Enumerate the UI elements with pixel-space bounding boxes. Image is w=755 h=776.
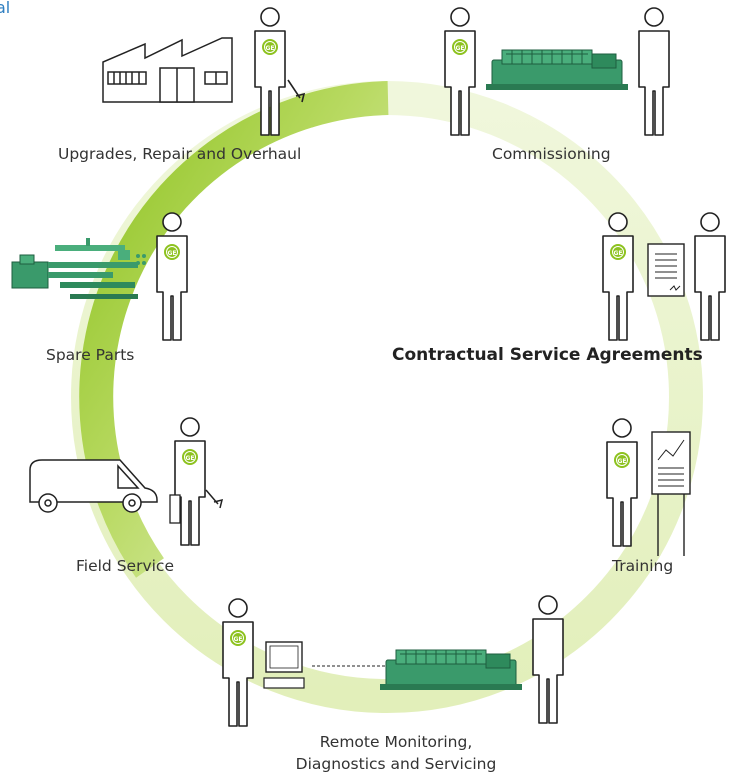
spare-parts-icon xyxy=(11,238,146,299)
field-service-person xyxy=(169,417,224,546)
stage-label-spare-parts: Spare Parts xyxy=(46,346,135,364)
factory-icon xyxy=(102,37,233,103)
stage-label-remote-line2: Diagnostics and Servicing xyxy=(295,755,497,773)
center-title: Contractual Service Agreements xyxy=(392,345,703,365)
stage-label-commissioning: Commissioning xyxy=(492,145,611,163)
van-icon xyxy=(29,459,158,513)
stage-label-remote-line1: Remote Monitoring, xyxy=(319,733,473,751)
remote-monitoring-figures xyxy=(222,595,564,727)
agreement-figures xyxy=(602,212,726,341)
corner-fragment-text: al xyxy=(0,0,10,17)
stage-label-upgrades: Upgrades, Repair and Overhaul xyxy=(58,145,302,163)
technician-figure xyxy=(254,7,306,136)
stage-label-training: Training xyxy=(612,557,674,575)
training-figures xyxy=(606,418,691,556)
cycle-ring xyxy=(71,81,703,713)
stage-label-field-service: Field Service xyxy=(76,557,174,575)
